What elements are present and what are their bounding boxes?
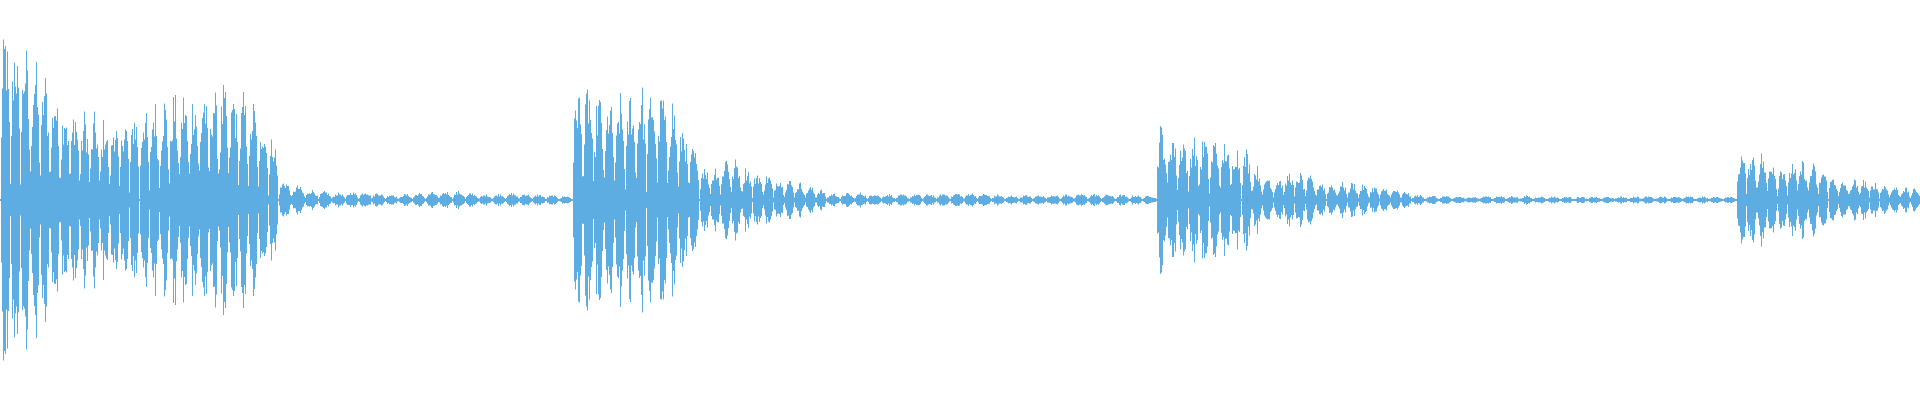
waveform-segment-tail-2 bbox=[825, 192, 1157, 208]
waveform-segment-tail-1 bbox=[277, 183, 573, 217]
waveform-segment-burst-2 bbox=[571, 87, 827, 313]
waveform-segment-burst-1 bbox=[0, 39, 279, 361]
waveform-segment-burst-4 bbox=[1735, 153, 1920, 247]
waveform-samples bbox=[0, 39, 1920, 361]
waveform-segment-tail-3 bbox=[1410, 194, 1737, 206]
waveform-segment-burst-3 bbox=[1155, 125, 1412, 275]
